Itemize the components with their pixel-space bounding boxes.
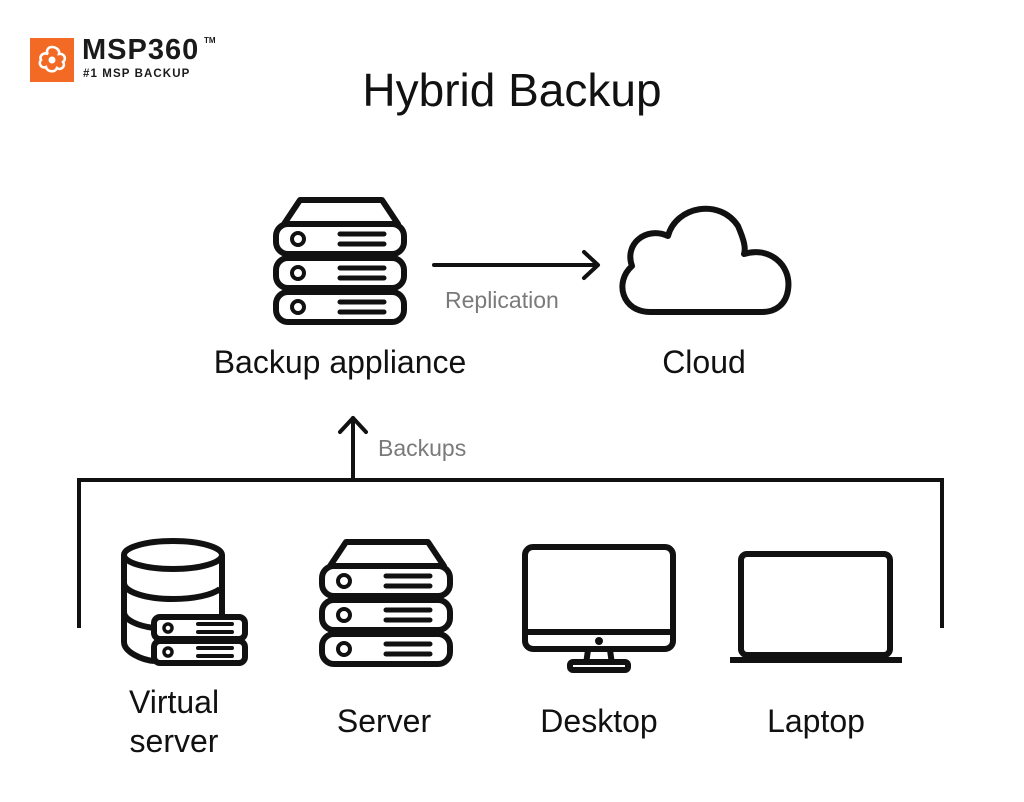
laptop-icon (730, 551, 902, 663)
brand-mark-icon (30, 38, 74, 82)
backups-label: Backups (378, 435, 467, 461)
virtual-server-label-line2: server (129, 723, 219, 759)
virtual-server-label-line1: Virtual (128, 684, 220, 720)
msp360-logo: MSP360 TM #1 MSP BACKUP (30, 34, 230, 86)
cloud-icon (619, 205, 792, 315)
laptop-label: Laptop (767, 703, 865, 739)
desktop-label: Desktop (540, 703, 658, 739)
sources-bracket (77, 478, 944, 628)
diagram-title: Hybrid Backup (362, 64, 662, 116)
server-rack-icon (322, 542, 450, 664)
appliance-server-icon (276, 200, 404, 322)
brand-name: MSP360 (82, 34, 200, 66)
backup-appliance-label: Backup appliance (213, 344, 467, 380)
server-label: Server (336, 703, 432, 739)
brand-trademark: TM (204, 36, 216, 45)
replication-arrow (432, 250, 600, 280)
database-server-icon (121, 538, 248, 666)
cloud-label: Cloud (662, 344, 746, 380)
backups-arrow (338, 416, 368, 481)
brand-tagline: #1 MSP BACKUP (83, 68, 191, 80)
monitor-icon (522, 544, 676, 673)
replication-label: Replication (445, 287, 559, 313)
